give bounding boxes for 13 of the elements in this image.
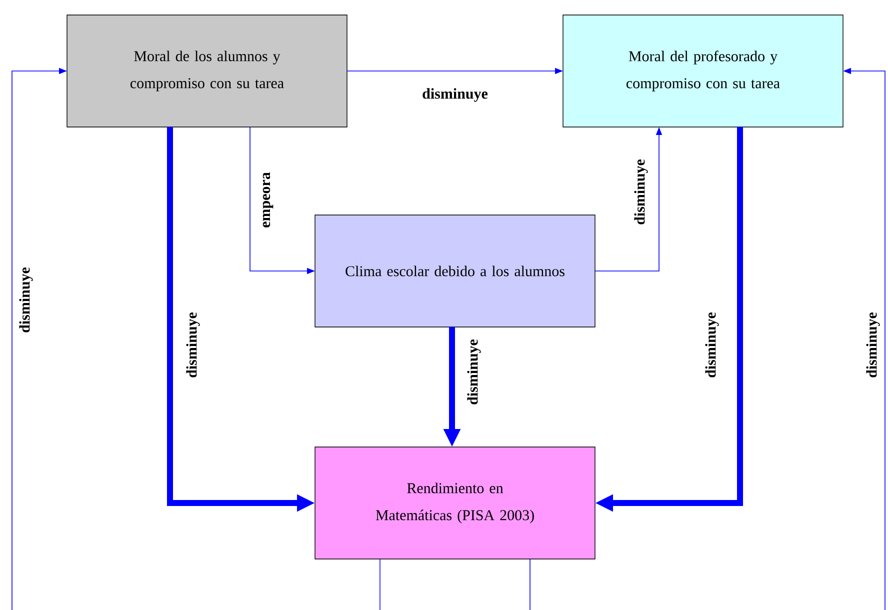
- edge-label: empeora: [262, 171, 274, 229]
- edge-label: disminuye: [466, 338, 482, 406]
- edge-label: disminuye: [865, 311, 881, 379]
- edge-label: disminuye: [18, 266, 34, 334]
- edge-label: disminuye: [185, 311, 201, 379]
- process-box: Clima escolar debido a los alumnos: [314, 214, 596, 328]
- edge-label: disminuye: [421, 87, 489, 103]
- process-box: Moral de los alumnos y compromiso con su tarea: [66, 14, 348, 128]
- process-box: Moral del profesorado y compromiso con su tarea: [562, 14, 844, 128]
- edge-label: disminuye: [704, 311, 720, 379]
- process-box: Rendimiento en Matemáticas (PISA 2003): [314, 446, 596, 560]
- arrow: [12, 68, 380, 610]
- edge-label: disminuye: [633, 158, 649, 226]
